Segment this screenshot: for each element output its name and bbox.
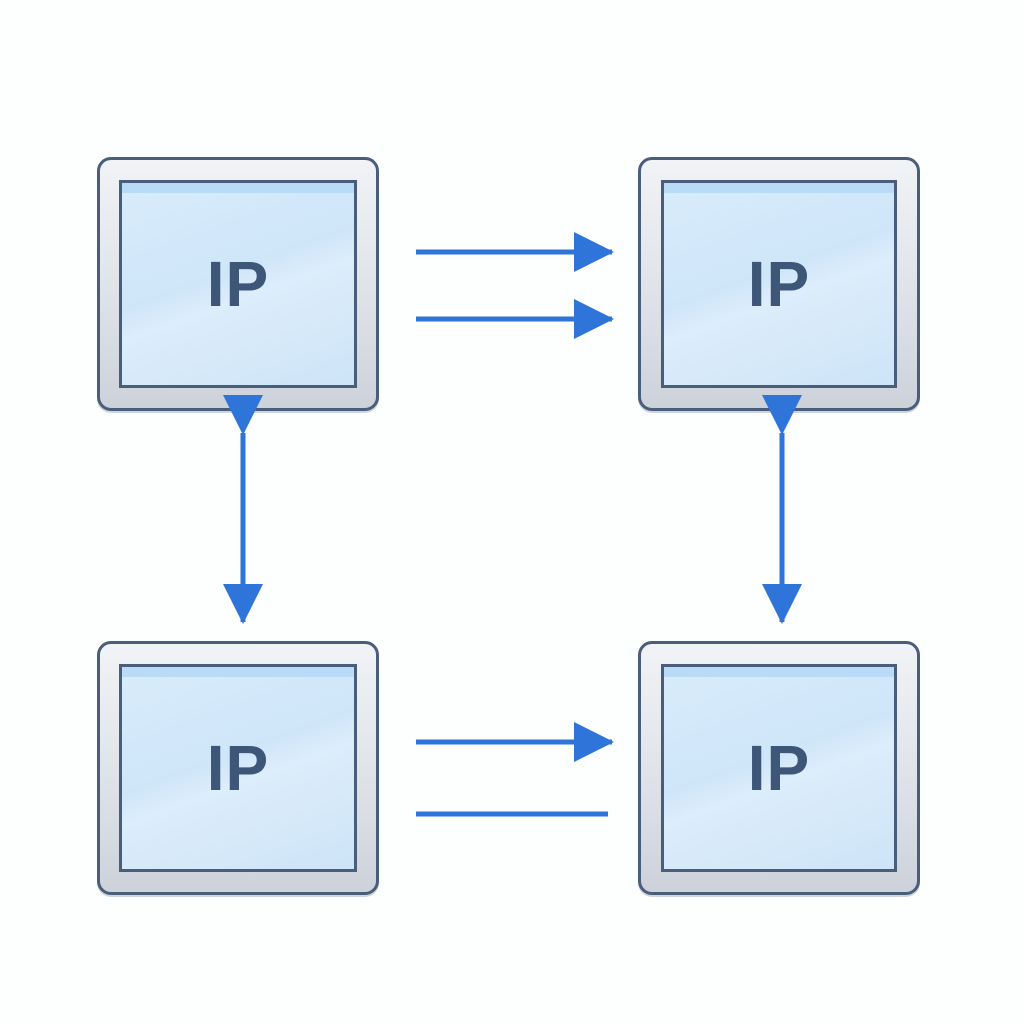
node-label: IP — [206, 248, 270, 320]
node-label: IP — [206, 732, 270, 804]
node-label: IP — [747, 248, 811, 320]
ip-node-top-right[interactable]: IP — [638, 157, 920, 411]
node-screen: IP — [119, 664, 357, 872]
node-screen: IP — [661, 664, 897, 872]
node-screen: IP — [119, 180, 357, 388]
node-screen: IP — [661, 180, 897, 388]
ip-node-bottom-right[interactable]: IP — [638, 641, 920, 895]
ip-node-bottom-left[interactable]: IP — [97, 641, 379, 895]
node-label: IP — [747, 732, 811, 804]
ip-node-top-left[interactable]: IP — [97, 157, 379, 411]
